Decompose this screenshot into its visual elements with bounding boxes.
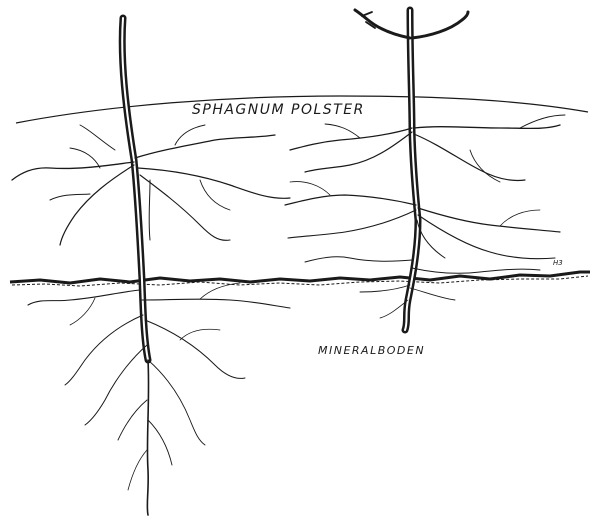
left-root-mineral xyxy=(148,360,205,445)
right-root-middle xyxy=(500,210,540,226)
right-root-middle xyxy=(418,215,555,259)
left-root-mineral xyxy=(128,450,147,490)
right-root-sphagnum xyxy=(325,124,360,138)
right-branch-top xyxy=(412,12,468,38)
left-root-mineral xyxy=(65,315,143,385)
right-root-lower xyxy=(360,285,410,292)
left-root-sphagnum xyxy=(140,175,230,240)
right-branch-top xyxy=(355,10,410,38)
left-root-sphagnum xyxy=(175,125,205,145)
right-tree xyxy=(285,10,565,330)
left-taproot xyxy=(147,360,148,515)
right-root-sphagnum xyxy=(414,125,560,128)
left-root-mineral xyxy=(180,329,220,340)
mineralboden-label: MINERALBODEN xyxy=(318,344,425,357)
left-root-mineral xyxy=(28,290,140,305)
left-root-sphagnum xyxy=(70,148,100,168)
left-root-mineral xyxy=(145,320,245,378)
right-root-middle xyxy=(285,195,416,205)
mineral-soil-boundary xyxy=(10,272,590,283)
left-root-mineral xyxy=(148,420,172,465)
artist-signature: H3 xyxy=(553,259,563,267)
left-root-sphagnum xyxy=(138,168,290,198)
right-root-middle xyxy=(288,210,416,238)
right-root-lower xyxy=(305,257,412,262)
left-root-mineral xyxy=(142,299,290,308)
right-root-middle xyxy=(290,182,330,195)
left-root-mineral xyxy=(70,298,95,325)
left-root-mineral xyxy=(118,400,147,440)
right-root-sphagnum xyxy=(290,128,412,150)
left-root-sphagnum xyxy=(200,180,230,210)
left-root-sphagnum xyxy=(50,194,90,200)
sphagnum-polster-label: SPHAGNUM POLSTER xyxy=(192,102,365,118)
left-tree xyxy=(12,18,290,515)
left-root-sphagnum xyxy=(80,125,115,150)
right-root-lower xyxy=(412,268,540,273)
left-root-sphagnum xyxy=(60,165,134,245)
right-root-lower xyxy=(410,288,455,300)
right-root-sphagnum xyxy=(414,134,525,181)
left-root-mineral xyxy=(200,283,240,299)
left-root-mineral xyxy=(85,345,147,425)
left-root-sphagnum xyxy=(135,135,275,158)
left-root-sphagnum xyxy=(149,180,150,240)
